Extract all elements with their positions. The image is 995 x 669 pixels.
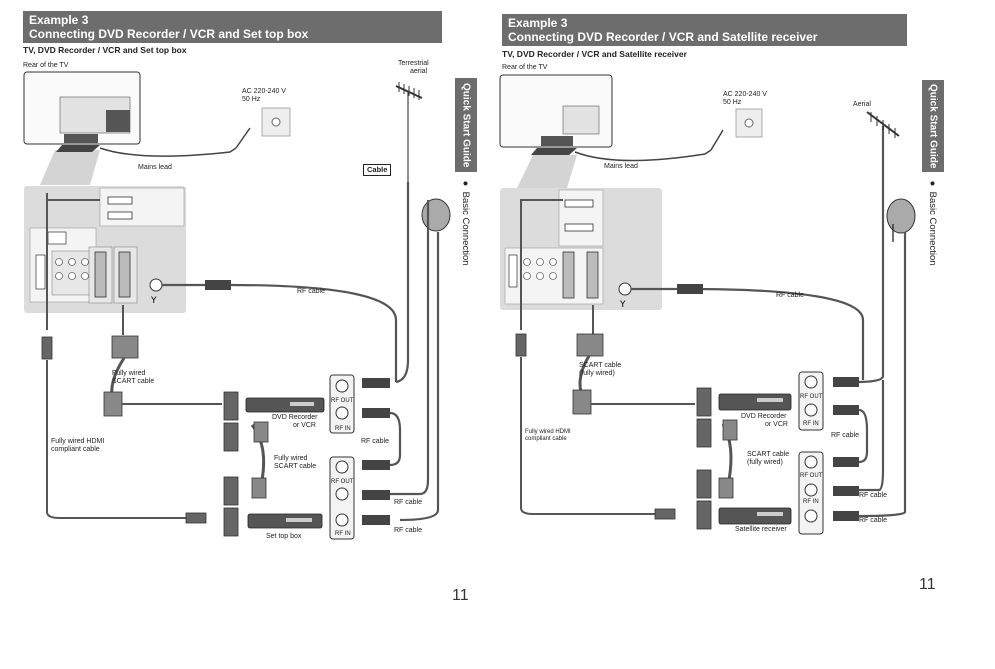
right-page-number: 11 bbox=[919, 576, 936, 593]
left-ac-line2: 50 Hz bbox=[242, 96, 261, 103]
right-mains-lead: Mains lead bbox=[604, 163, 638, 170]
hdmi-port-2 bbox=[564, 223, 594, 232]
left-hdmi-line2: compliant cable bbox=[51, 446, 100, 453]
set-top-box bbox=[247, 513, 323, 529]
right-scart1-line2: (fully wired) bbox=[579, 370, 615, 377]
left-dvd-line1: DVD Recorder bbox=[272, 414, 318, 421]
right-ac-line2: 50 Hz bbox=[723, 99, 742, 106]
left-side-tab: Quick Start Guide bbox=[455, 78, 477, 172]
dvd-recorder bbox=[245, 397, 325, 413]
left-rf-cable-2: RF cable bbox=[361, 438, 390, 445]
left-mains-lead: Mains lead bbox=[138, 164, 172, 171]
wall-socket bbox=[261, 107, 291, 137]
left-rf-cable-4: RF cable bbox=[394, 527, 423, 534]
left-side-text: ● Basic Connection bbox=[460, 178, 471, 266]
right-rear-label: Rear of the TV bbox=[502, 64, 548, 71]
right-header-line1: Example 3 bbox=[508, 16, 568, 30]
left-aerial-line2: aerial bbox=[410, 68, 428, 75]
left-rf-cable-3: RF cable bbox=[394, 499, 423, 506]
left-rf-cable-1: RF cable bbox=[297, 288, 326, 295]
scart-socket-1 bbox=[562, 251, 575, 299]
right-hdmi-line1: Fully wired HDMI bbox=[525, 429, 571, 435]
right-rf-in-2: RF IN bbox=[803, 499, 819, 505]
right-rf-in-1: RF IN bbox=[803, 421, 819, 427]
left-rf-in-1: RF IN bbox=[335, 426, 351, 432]
left-scart1-line1: Fully wired bbox=[112, 370, 146, 377]
left-stb-label: Set top box bbox=[266, 533, 302, 540]
aerial-socket bbox=[618, 282, 632, 296]
left-rf-out-1: RF OUT bbox=[331, 398, 354, 404]
left-ac-line1: AC 220-240 V bbox=[242, 88, 286, 95]
right-rf-cable-2: RF cable bbox=[831, 432, 860, 439]
left-cable-label: Cable bbox=[363, 164, 392, 176]
right-rf-cable-1: RF cable bbox=[776, 292, 805, 299]
right-aerial: Aerial bbox=[853, 101, 871, 108]
right-side-tab: Quick Start Guide bbox=[922, 80, 944, 172]
hdmi-port-1 bbox=[107, 196, 133, 205]
hdmi-port-2 bbox=[107, 211, 133, 220]
right-rf-cable-3: RF cable bbox=[859, 492, 888, 499]
right-page: Example 3 Connecting DVD Recorder / VCR … bbox=[497, 0, 994, 669]
left-header: Example 3 Connecting DVD Recorder / VCR … bbox=[23, 11, 442, 43]
left-diagram: Υ bbox=[23, 71, 451, 540]
svg-text:Υ: Υ bbox=[619, 300, 626, 310]
satellite-dish bbox=[886, 198, 916, 234]
hdmi-port-1 bbox=[564, 199, 594, 208]
right-rf-out-2: RF OUT bbox=[800, 473, 823, 479]
left-scart2-line1: Fully wired bbox=[274, 455, 308, 462]
left-rf-out-2: RF OUT bbox=[331, 479, 354, 485]
left-aerial-line1: Terrestrial bbox=[398, 60, 429, 67]
left-header-line1: Example 3 bbox=[29, 13, 89, 27]
left-scart1-line2: SCART cable bbox=[112, 378, 155, 385]
left-scart2-line2: SCART cable bbox=[274, 463, 317, 470]
right-diagram: Υ bbox=[499, 74, 916, 535]
left-header-line2: Connecting DVD Recorder / VCR and Set to… bbox=[29, 27, 309, 41]
left-subtitle: TV, DVD Recorder / VCR and Set top box bbox=[23, 45, 187, 55]
left-rear-label: Rear of the TV bbox=[23, 62, 69, 69]
right-sat-label: Satellite receiver bbox=[735, 526, 787, 533]
left-dvd-line2: or VCR bbox=[293, 422, 316, 429]
right-header: Example 3 Connecting DVD Recorder / VCR … bbox=[502, 14, 907, 46]
scart-socket-2 bbox=[586, 251, 599, 299]
right-dvd-line1: DVD Recorder bbox=[741, 413, 787, 420]
left-page-number: 11 bbox=[452, 587, 469, 604]
left-rf-in-2: RF IN bbox=[335, 531, 351, 537]
right-dvd-line2: or VCR bbox=[765, 421, 788, 428]
right-rf-out-1: RF OUT bbox=[800, 394, 823, 400]
left-hdmi-line1: Fully wired HDMI bbox=[51, 438, 105, 445]
scart-socket-2 bbox=[118, 251, 131, 298]
aerial-socket bbox=[149, 278, 163, 292]
right-header-line2: Connecting DVD Recorder / VCR and Satell… bbox=[508, 30, 818, 44]
right-scart2-line1: SCART cable bbox=[747, 451, 790, 458]
scart-socket-1 bbox=[94, 251, 107, 298]
right-scart1-line1: SCART cable bbox=[579, 362, 622, 369]
right-ac-line1: AC 220-240 V bbox=[723, 91, 767, 98]
right-rf-cable-4: RF cable bbox=[859, 517, 888, 524]
right-subtitle: TV, DVD Recorder / VCR and Satellite rec… bbox=[502, 49, 687, 59]
left-page: Example 3 Connecting DVD Recorder / VCR … bbox=[0, 0, 497, 669]
svg-text:Υ: Υ bbox=[150, 296, 157, 306]
right-scart2-line2: (fully wired) bbox=[747, 459, 783, 466]
satellite-dish bbox=[421, 198, 451, 232]
right-hdmi-line2: compliant cable bbox=[525, 436, 567, 442]
right-side-text: ● Basic Connection bbox=[927, 178, 938, 266]
